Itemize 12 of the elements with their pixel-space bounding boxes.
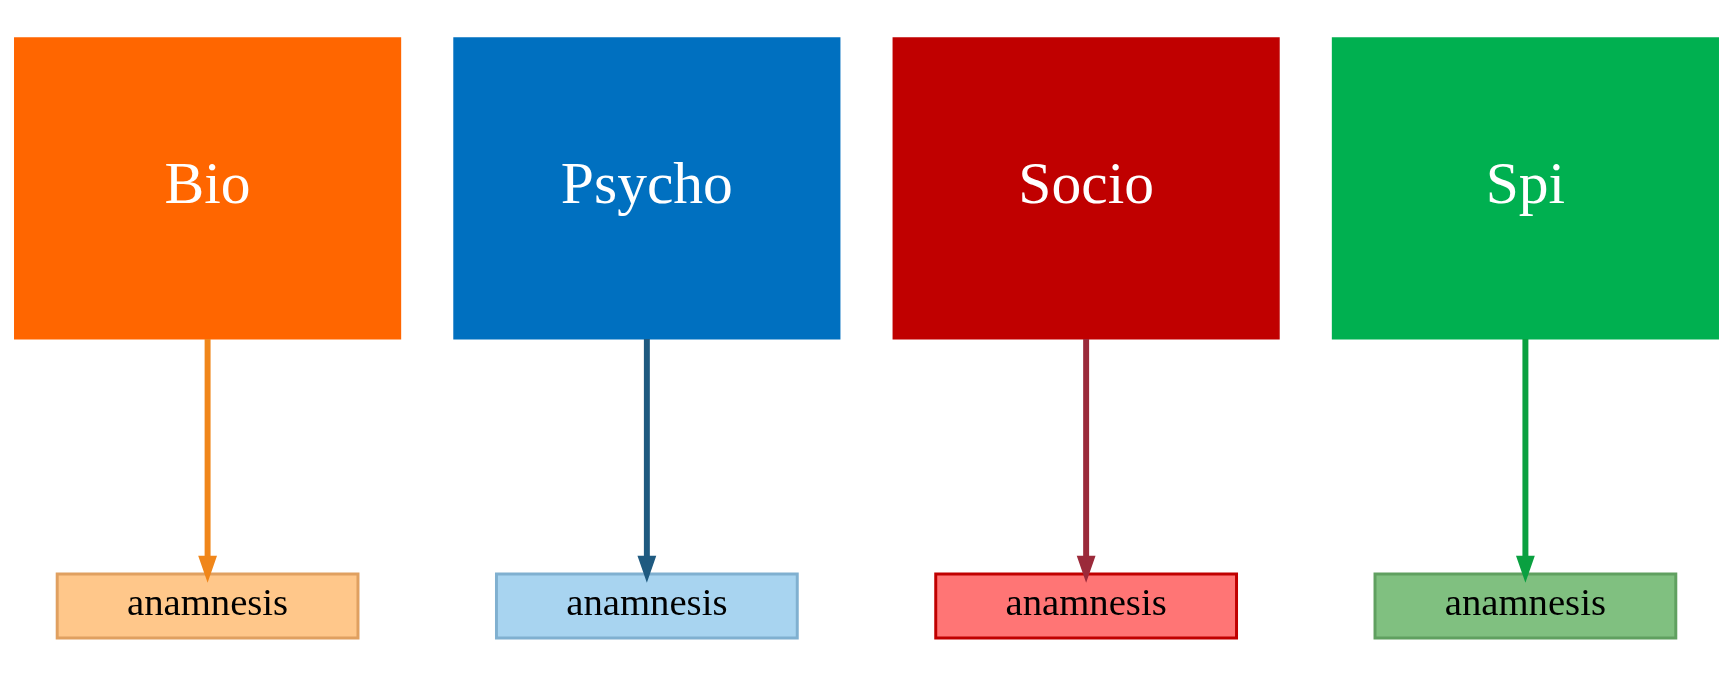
node-box: Spi bbox=[1331, 37, 1719, 340]
arrow bbox=[1076, 338, 1096, 583]
node-box: anamnesis bbox=[934, 572, 1238, 640]
node-box: anamnesis bbox=[55, 572, 360, 640]
node-box: Socio bbox=[892, 37, 1280, 340]
node-box: anamnesis bbox=[495, 572, 799, 640]
arrow bbox=[198, 338, 217, 583]
arrow bbox=[1516, 338, 1535, 583]
node-box: Bio bbox=[14, 37, 402, 340]
arrow bbox=[637, 338, 657, 583]
node-box: Psycho bbox=[453, 37, 841, 340]
node-box: anamnesis bbox=[1373, 572, 1678, 640]
